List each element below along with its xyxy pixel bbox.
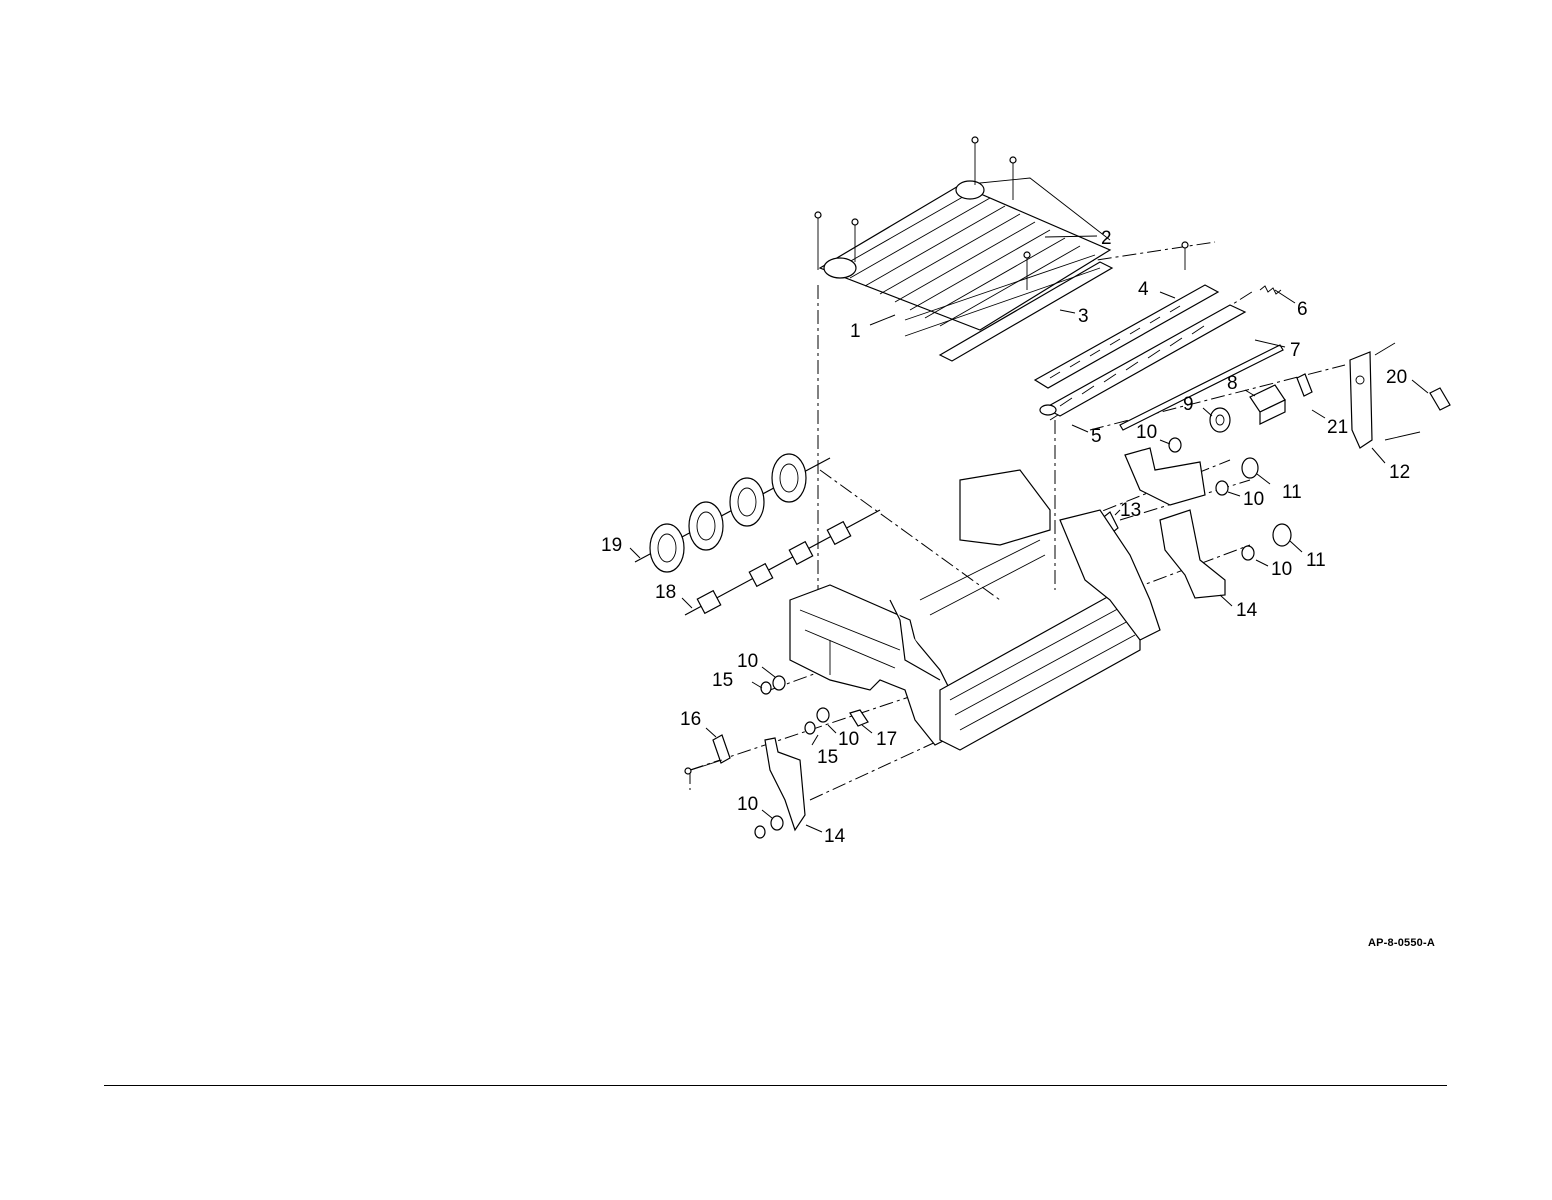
callout-17: 17: [876, 729, 897, 750]
callout-2: 2: [1101, 228, 1112, 249]
part-6-spring: [1260, 286, 1281, 294]
callout-12: 12: [1389, 462, 1410, 483]
part-17-latch: [850, 710, 868, 726]
part-16-arm: [685, 735, 730, 774]
part-21-bracket: [1297, 374, 1312, 396]
callout-18: 18: [655, 582, 676, 603]
figure-reference-code: AP-8-0550-A: [1368, 937, 1435, 949]
callout-9: 9: [1183, 394, 1194, 415]
part-11-gear-upper: [1242, 458, 1258, 478]
callout-10e: 10: [838, 729, 859, 750]
callout-20: 20: [1386, 367, 1407, 388]
callout-15b: 15: [817, 747, 838, 768]
callout-21: 21: [1327, 417, 1348, 438]
callout-11a: 11: [1282, 482, 1302, 503]
callout-7: 7: [1290, 340, 1301, 361]
callout-14a: 14: [1236, 600, 1258, 621]
side-plate-right-upper: [1125, 448, 1205, 505]
callout-10c: 10: [1271, 559, 1292, 580]
callout-15a: 15: [712, 670, 733, 691]
footer-divider: [104, 1085, 1447, 1086]
callout-3: 3: [1078, 306, 1089, 327]
part-9-gear: [1210, 408, 1230, 432]
part-14-side-plate-left: [765, 738, 805, 830]
callout-16: 16: [680, 709, 701, 730]
callout-4: 4: [1138, 279, 1149, 300]
callout-10d: 10: [737, 651, 758, 672]
part-8-block: [1250, 385, 1285, 424]
callout-10f: 10: [737, 794, 758, 815]
main-frame: [790, 470, 1160, 750]
callout-8: 8: [1227, 373, 1238, 394]
part-14-side-plate-right: [1160, 510, 1225, 598]
callout-1: 1: [850, 321, 861, 342]
callout-11b: 11: [1306, 550, 1326, 571]
part-12-plate: [1350, 343, 1420, 448]
part-20-connector: [1430, 388, 1450, 410]
callout-5: 5: [1091, 426, 1102, 447]
part-1-upper-guide: [820, 178, 1110, 330]
part-11-gear-lower: [1273, 524, 1291, 546]
callout-14b: 14: [824, 826, 846, 847]
callout-6: 6: [1297, 299, 1308, 320]
callout-13: 13: [1120, 500, 1141, 521]
callout-10b: 10: [1243, 489, 1264, 510]
callout-10a: 10: [1136, 422, 1157, 443]
callout-19: 19: [601, 535, 622, 556]
